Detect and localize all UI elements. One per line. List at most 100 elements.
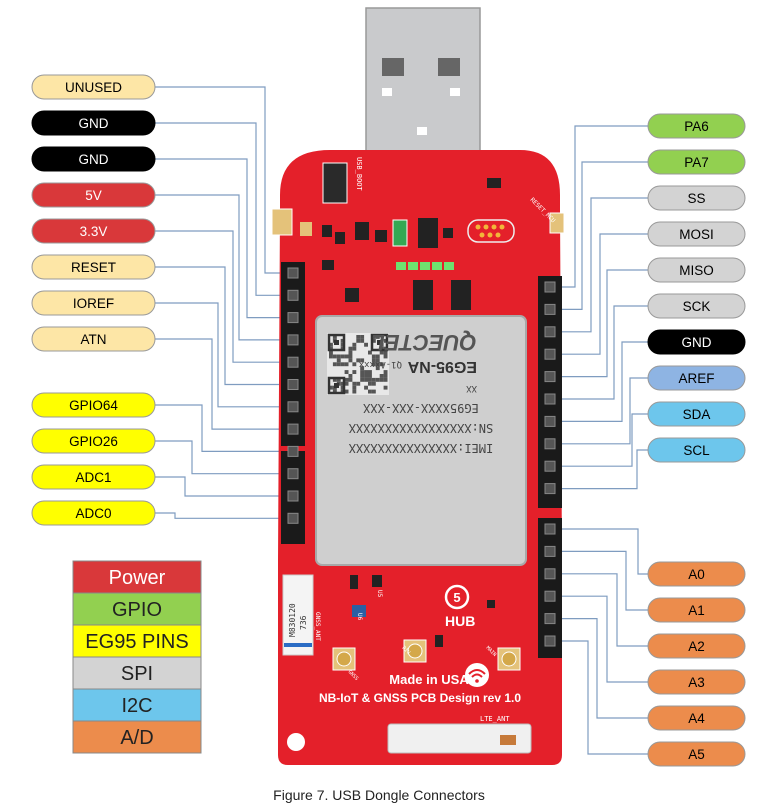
legend-label: GPIO — [112, 599, 162, 621]
usb-boot-button — [322, 162, 348, 204]
leader-line — [155, 404, 286, 452]
leader-line — [155, 302, 286, 408]
smd-component — [355, 222, 369, 240]
header-pin — [544, 483, 556, 495]
legend-item-gpio: GPIO — [72, 592, 202, 626]
design-text: NB-IoT & GNSS PCB Design rev 1.0 — [319, 691, 521, 705]
hub-logo-num: 5 — [453, 590, 460, 605]
legend-label: I2C — [121, 695, 152, 717]
green-led — [392, 219, 408, 247]
right-pin-a4: A4 — [647, 705, 746, 731]
pin-label: SDA — [683, 407, 711, 422]
header-pin — [544, 371, 556, 383]
sticker-bar — [284, 643, 312, 647]
header-pin — [544, 523, 556, 535]
legend-item-power: Power — [72, 560, 202, 594]
left-pin-adc0: ADC0 — [31, 500, 156, 526]
smd-component — [443, 228, 453, 238]
gnss-antenna-connector — [332, 647, 356, 671]
legend-swatch — [72, 624, 202, 658]
pin-label: GND — [79, 152, 109, 167]
header-pin — [544, 393, 556, 405]
right-pin-a2: A2 — [647, 633, 746, 659]
legend-item-a-d: A/D — [72, 720, 202, 754]
sticker-line-1: M830120 — [288, 603, 297, 637]
header-pin — [287, 379, 299, 390]
header-pin — [544, 326, 556, 338]
leader-line — [155, 194, 286, 341]
smd-component — [435, 635, 443, 647]
header-pin — [544, 303, 556, 315]
header-pin — [287, 356, 299, 368]
lte-antenna-connector — [387, 723, 532, 754]
right-pin-a3: A3 — [647, 669, 746, 695]
leader-line — [557, 413, 648, 467]
legend-label: SPI — [121, 663, 153, 685]
right-pin-scl: SCL — [647, 437, 746, 463]
leader-line — [557, 528, 648, 575]
header-pin — [544, 460, 556, 472]
leader-line — [155, 86, 286, 274]
smd-component — [345, 288, 359, 302]
left-pin-gpio64: GPIO64 — [31, 392, 156, 418]
serial-sticker — [282, 574, 314, 656]
made-in-text: Made in USA — [389, 672, 469, 687]
header-strip — [281, 262, 305, 446]
pin-label: SS — [687, 191, 705, 206]
mosfet — [451, 280, 471, 310]
pin-pill — [31, 326, 156, 352]
pin-label: PA6 — [684, 119, 709, 134]
pin-pill — [31, 146, 156, 172]
pin-label: A0 — [688, 567, 705, 582]
leader-line — [557, 449, 648, 490]
left-pin-atn: ATN — [31, 326, 156, 352]
legend-swatch — [72, 688, 202, 722]
pin-label: IOREF — [73, 296, 114, 311]
status-leds — [396, 262, 454, 270]
pin-label: PA7 — [684, 155, 709, 170]
left-header — [281, 262, 305, 544]
right-pin-aref: AREF — [647, 365, 746, 391]
header-pin — [544, 438, 556, 450]
pin-pill — [31, 392, 156, 418]
leader-line — [557, 197, 648, 333]
legend-swatch — [72, 656, 202, 690]
usb-plug-hole — [438, 58, 460, 76]
right-pin-miso: MISO — [647, 257, 746, 283]
right-pin-pa7: PA7 — [647, 149, 746, 175]
smd-component — [372, 575, 382, 587]
leader-line — [557, 305, 648, 400]
smd-component — [322, 225, 332, 237]
header-strip — [538, 518, 562, 658]
leader-line — [557, 550, 648, 611]
pin-label: SCK — [683, 299, 711, 314]
module-code: Q1-Axxxx — [358, 359, 402, 369]
lte-connector-tab — [500, 735, 516, 745]
leader-line — [155, 122, 286, 296]
legend-label: A/D — [120, 727, 153, 749]
pin-pill — [647, 633, 746, 659]
leader-line — [155, 158, 286, 319]
pin-pill — [647, 401, 746, 427]
right-pin-sck: SCK — [647, 293, 746, 319]
usb-contact — [417, 127, 427, 135]
module-imei: IMEI:XXXXXXXXXXXXXXX — [348, 441, 493, 455]
figure-caption: Figure 7. USB Dongle Connectors — [273, 787, 485, 803]
pin-pill — [647, 561, 746, 587]
usb-contact — [450, 88, 460, 96]
module-sn: SN:XXXXXXXXXXXXXXXXX — [348, 421, 493, 435]
pin-label: AREF — [678, 371, 714, 386]
left-pin-unused: UNUSED — [31, 74, 156, 100]
header-pin — [287, 334, 299, 346]
hub-logo-text: HUB — [445, 613, 475, 629]
leader-line — [155, 230, 286, 363]
pin-pill — [647, 149, 746, 175]
pin-pill — [31, 218, 156, 244]
pin-pill — [31, 464, 156, 490]
smd-component — [375, 230, 387, 242]
qr-code — [327, 333, 389, 395]
pin-label: 5V — [85, 188, 102, 203]
reset-button — [549, 212, 565, 234]
module-part: EG95XXXX-XXX-XXX — [362, 401, 478, 415]
left-pin-labels: UNUSEDGNDGND5V3.3VRESETIOREFATNGPIO64GPI… — [31, 74, 156, 526]
